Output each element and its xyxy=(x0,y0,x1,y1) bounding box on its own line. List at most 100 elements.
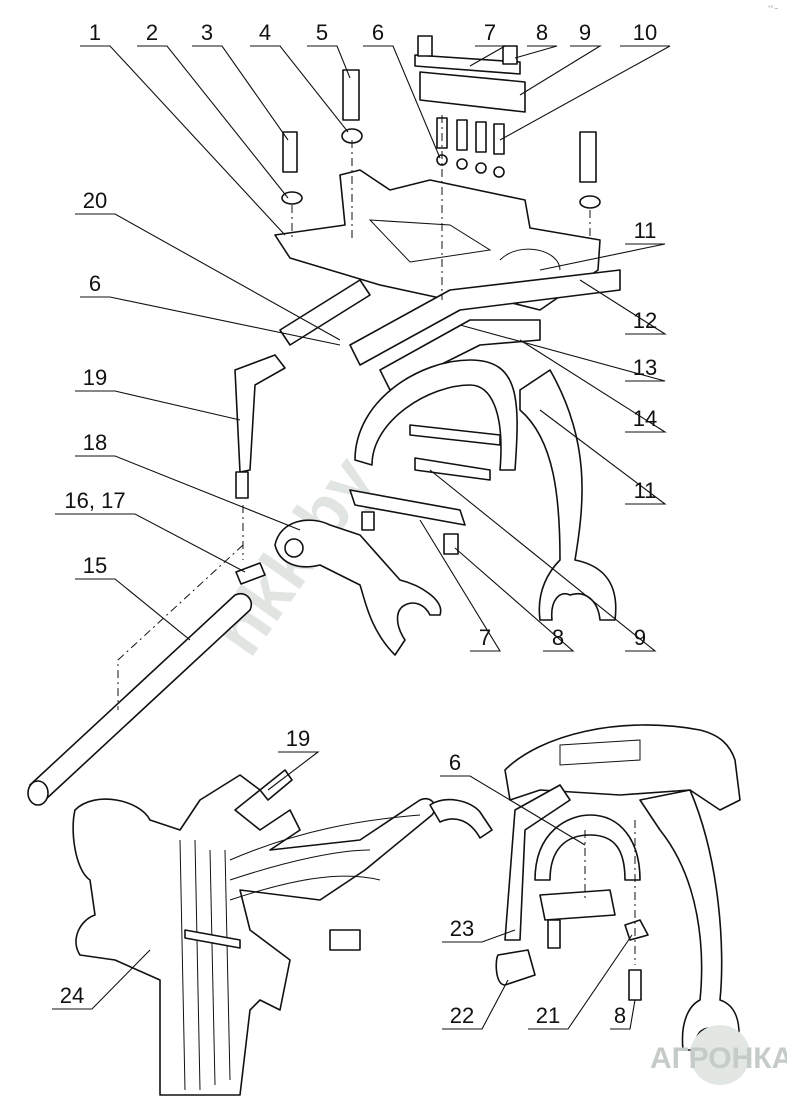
callout-10: 10 xyxy=(499,20,671,141)
gasket-9-lower xyxy=(414,457,491,481)
callout-11-top: 11 xyxy=(539,218,666,271)
svg-text:1: 1 xyxy=(89,20,101,45)
callout-9-top: 9 xyxy=(519,20,602,96)
shaft-15 xyxy=(29,592,253,801)
callout-22: 22 xyxy=(442,979,509,1030)
svg-text:16, 17: 16, 17 xyxy=(64,488,125,513)
callout-21: 21 xyxy=(528,934,633,1030)
callout-6-left: 6 xyxy=(80,271,341,346)
housing-24 xyxy=(72,774,436,1096)
bolt-right xyxy=(579,131,597,183)
svg-text:19: 19 xyxy=(286,726,310,751)
part-22 xyxy=(495,949,536,986)
plate-7-lower xyxy=(349,489,466,526)
callout-5: 5 xyxy=(307,20,351,79)
callout-15: 15 xyxy=(75,553,191,641)
callout-6-top: 6 xyxy=(363,20,441,159)
fork-lower-right xyxy=(639,789,740,1051)
washer-2 xyxy=(281,191,303,205)
springs-10 xyxy=(436,117,505,178)
svg-text:13: 13 xyxy=(633,355,657,380)
lower-right-assembly xyxy=(495,724,741,1051)
svg-text:6: 6 xyxy=(372,20,384,45)
nipple-16-17 xyxy=(235,562,266,585)
fork-central xyxy=(354,359,518,471)
svg-text:4: 4 xyxy=(259,20,271,45)
upper-assembly xyxy=(27,35,621,806)
svg-text:8: 8 xyxy=(536,20,548,45)
svg-text:7: 7 xyxy=(484,20,496,45)
callout-18: 18 xyxy=(75,430,301,531)
gasket-9 xyxy=(419,71,526,113)
corner-mark: °° – xyxy=(768,6,778,12)
callout-9-bottom: 9 xyxy=(429,469,657,652)
svg-text:7: 7 xyxy=(479,625,491,650)
svg-text:3: 3 xyxy=(201,20,213,45)
svg-text:10: 10 xyxy=(633,20,657,45)
callout-3: 3 xyxy=(192,20,289,141)
svg-text:18: 18 xyxy=(83,430,107,455)
svg-text:6: 6 xyxy=(449,750,461,775)
svg-text:АГРОНКА: АГРОНКА xyxy=(650,1042,787,1075)
callout-4: 4 xyxy=(250,20,349,133)
bolt-8a xyxy=(417,35,433,57)
callout-14: 14 xyxy=(519,339,667,433)
svg-text:9: 9 xyxy=(634,625,646,650)
lever-19-lower xyxy=(259,769,293,801)
callout-8-bottom: 8 xyxy=(454,547,575,652)
svg-text:6: 6 xyxy=(89,271,101,296)
lower-callouts: 19 6 23 24 22 21 8 xyxy=(52,726,636,1030)
pin-23 xyxy=(547,919,561,949)
callout-6-lower: 6 xyxy=(440,750,586,846)
washer-right xyxy=(579,195,601,209)
callout-19: 19 xyxy=(75,365,241,421)
callout-8-lower-right: 8 xyxy=(610,999,636,1030)
callout-24: 24 xyxy=(52,949,151,1010)
plate-7 xyxy=(414,54,521,75)
svg-text:15: 15 xyxy=(83,553,107,578)
callout-8-top: 8 xyxy=(514,20,558,59)
svg-text:22: 22 xyxy=(450,1003,474,1028)
fork-18 xyxy=(274,519,442,656)
svg-text:9: 9 xyxy=(579,20,591,45)
svg-text:14: 14 xyxy=(633,406,657,431)
callout-2: 2 xyxy=(137,20,289,199)
svg-text:19: 19 xyxy=(83,365,107,390)
callout-7-bottom: 7 xyxy=(419,519,501,652)
svg-text:23: 23 xyxy=(450,916,474,941)
fork-11 xyxy=(519,369,617,621)
callout-13: 13 xyxy=(459,324,666,382)
housing-top xyxy=(504,724,741,811)
bolt-8-lower xyxy=(443,533,459,555)
rail-13 xyxy=(349,269,621,366)
svg-text:21: 21 xyxy=(536,1003,560,1028)
svg-text:2: 2 xyxy=(146,20,158,45)
svg-text:20: 20 xyxy=(83,188,107,213)
svg-text:11: 11 xyxy=(634,218,657,243)
svg-text:8: 8 xyxy=(614,1003,626,1028)
callout-16-17: 16, 17 xyxy=(55,488,246,573)
lever-19 xyxy=(234,354,286,473)
callout-1: 1 xyxy=(80,20,286,236)
lower-left-assembly xyxy=(72,769,493,1096)
callout-11-bottom: 11 xyxy=(539,409,667,505)
callout-19-lower: 19 xyxy=(267,726,320,791)
callout-7-top: 7 xyxy=(469,20,508,67)
lever-lower-right xyxy=(504,784,571,941)
callout-20: 20 xyxy=(75,188,341,341)
upper-callouts: 1 2 3 4 5 6 7 8 9 10 20 6 19 18 16, 17 1… xyxy=(55,20,671,652)
bolt-8-lower-right xyxy=(628,969,642,1001)
svg-text:11: 11 xyxy=(634,478,657,503)
bolt-3 xyxy=(282,131,298,173)
callout-12: 12 xyxy=(579,279,667,335)
clip-21 xyxy=(624,919,649,941)
agronka-logo: АГРОНКА xyxy=(650,1025,787,1085)
bolt-5 xyxy=(342,69,360,121)
svg-text:24: 24 xyxy=(60,983,84,1008)
svg-text:5: 5 xyxy=(316,20,328,45)
svg-text:12: 12 xyxy=(633,308,657,333)
rail-6 xyxy=(279,279,371,346)
housing-1 xyxy=(274,169,601,311)
callout-23: 23 xyxy=(442,916,516,943)
